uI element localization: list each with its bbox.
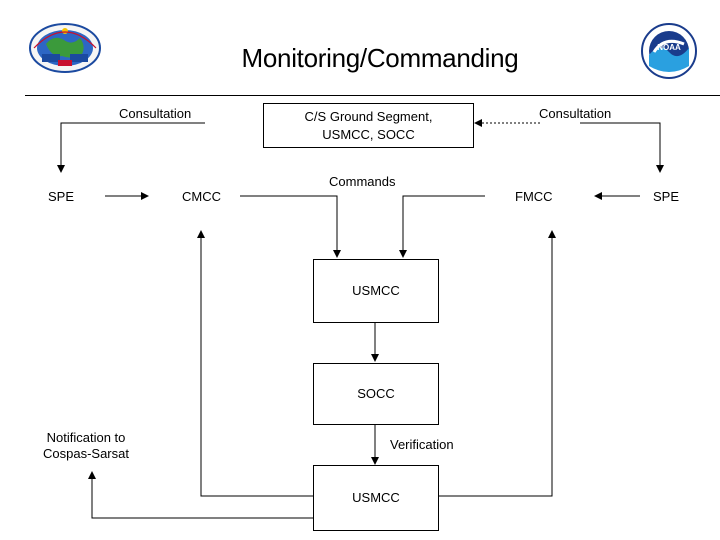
notification-label: Notification to Cospas-Sarsat [43,430,129,462]
usmcc-to-fmcc-feedback [438,230,556,497]
noaa-logo-icon: NOAA [641,23,697,79]
usmcc-top-box: USMCC [313,259,439,323]
usmcc-bottom-label: USMCC [352,490,400,505]
consultation-right-connector [580,122,664,173]
consultation-left-connector [57,122,205,173]
cmcc-label: CMCC [182,189,221,204]
usmcc-bottom-box: USMCC [313,465,439,531]
spe-left-label: SPE [48,189,75,204]
slide-title: Monitoring/Commanding [241,43,519,74]
verification-label: Verification [390,437,454,452]
title-divider [25,95,720,96]
commands-label: Commands [329,174,396,189]
usmcc-to-notification-arrow [88,471,313,519]
notification-line1: Notification to [46,430,126,445]
spe-right-label: SPE [653,189,680,204]
cs-ground-segment-line2: USMCC, SOCC [322,126,415,142]
consultation-right-label: Consultation [539,106,612,121]
fmcc-label: FMCC [515,189,553,204]
socc-label: SOCC [357,386,395,401]
cs-ground-segment-box: C/S Ground Segment, USMCC, SOCC [263,103,474,148]
notification-line2: Cospas-Sarsat [43,446,129,461]
cmcc-commands-arrow [240,195,341,258]
usmcc-top-label: USMCC [352,283,400,298]
consultation-left-label: Consultation [119,106,192,121]
noaa-logo-text: NOAA [657,43,681,52]
socc-box: SOCC [313,363,439,425]
usmcc-to-cmcc-feedback [197,230,313,497]
satellite-program-emblem-icon [29,23,101,73]
cs-ground-segment-line1: C/S Ground Segment, [304,108,433,124]
fmcc-commands-arrow [399,195,485,258]
